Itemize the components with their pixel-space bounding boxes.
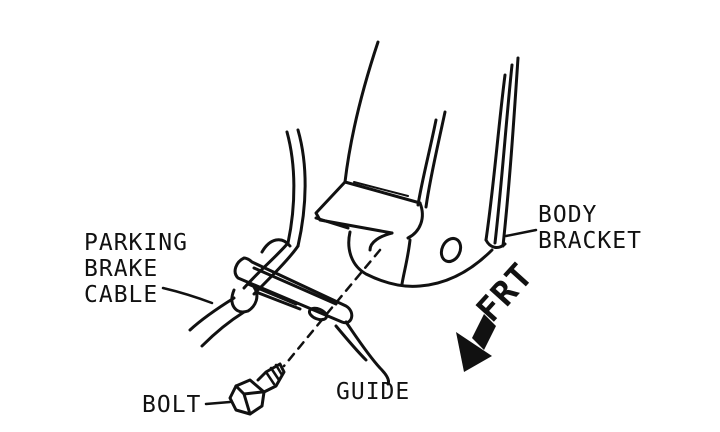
alignment-line: [282, 248, 382, 368]
label-guide: GUIDE: [336, 379, 411, 405]
bolt: [204, 362, 286, 416]
cable-guide: [233, 256, 390, 386]
label-bolt: BOLT: [142, 392, 202, 418]
body-bracket: [314, 40, 538, 288]
front-arrow-icon: [456, 314, 496, 372]
label-body-bracket: BODY BRACKET: [538, 202, 642, 254]
label-parking-brake-cable: PARKING BRAKE CABLE: [84, 230, 188, 308]
